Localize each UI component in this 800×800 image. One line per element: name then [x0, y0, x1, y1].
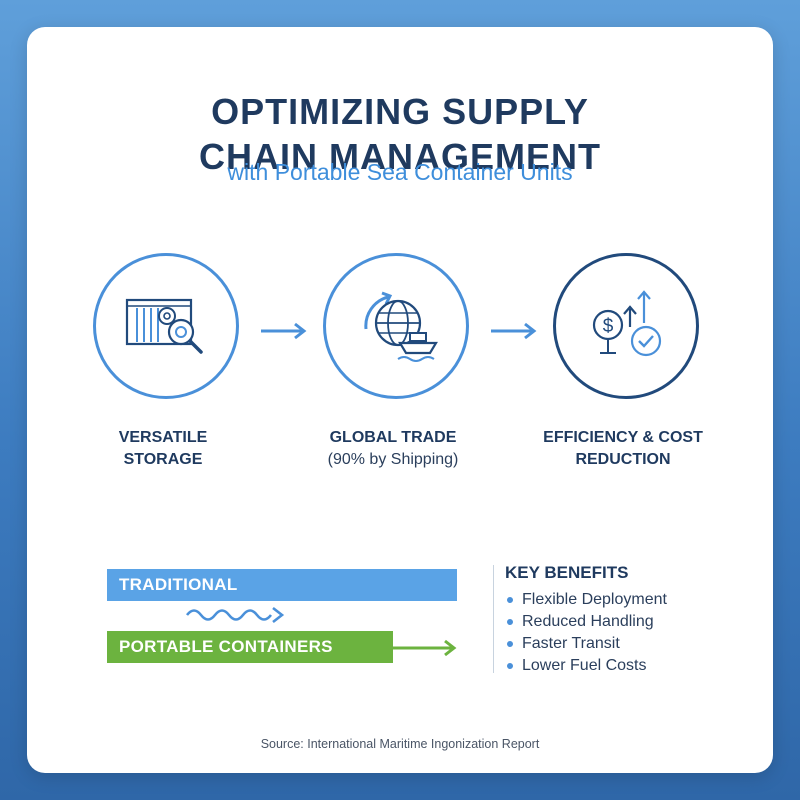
- step-1-label-line-2: STORAGE: [123, 451, 203, 468]
- step-1-label-line-1: VERSATILE: [118, 429, 208, 446]
- benefit-label: Faster Transit: [522, 635, 620, 652]
- list-item: Lower Fuel Costs: [507, 655, 667, 677]
- globe-ship-icon: [364, 291, 438, 362]
- step-2-sublabel: (90% by Shipping): [327, 451, 459, 468]
- portable-containers-label: PORTABLE CONTAINERS: [119, 637, 333, 656]
- step-3-label-line-2: REDUCTION: [575, 451, 671, 468]
- step-2-label-line-1: GLOBAL TRADE: [329, 429, 457, 446]
- traditional-bar: TRADITIONAL: [107, 569, 457, 601]
- portable-containers-bar: PORTABLE CONTAINERS: [107, 631, 393, 663]
- traditional-label: TRADITIONAL: [119, 575, 238, 594]
- benefit-label: Lower Fuel Costs: [522, 657, 647, 674]
- green-arrow-icon: [391, 639, 457, 657]
- infographic-card: OPTIMIZING SUPPLY CHAIN MANAGEMENT with …: [27, 27, 773, 773]
- benefit-label: Reduced Handling: [522, 613, 654, 630]
- step-versatile-storage-circle: [93, 253, 239, 399]
- list-item: Flexible Deployment: [507, 589, 667, 611]
- source-note: Source: International Maritime Ingonizat…: [260, 737, 540, 751]
- svg-text:$: $: [603, 316, 614, 337]
- title-line-2: CHAIN MANAGEMENT: [199, 136, 601, 177]
- page-subtitle: with Portable Sea Container Units: [227, 159, 573, 185]
- container-gear-magnifier-icon: [125, 298, 203, 354]
- page-title: OPTIMIZING SUPPLY CHAIN MANAGEMENT: [27, 89, 773, 179]
- bullet-icon: [507, 619, 513, 625]
- bullet-icon: [507, 641, 513, 647]
- title-line-1: OPTIMIZING SUPPLY: [211, 91, 589, 132]
- dollar-growth-check-icon: $: [592, 290, 662, 357]
- key-benefits-title: KEY BENEFITS: [505, 563, 629, 582]
- step-label-efficiency: EFFICIENCY & COST REDUCTION: [513, 427, 733, 471]
- flow-arrow-1-icon: [261, 322, 307, 340]
- step-label-global-trade: GLOBAL TRADE (90% by Shipping): [283, 427, 503, 471]
- step-global-trade-circle: [323, 253, 469, 399]
- benefits-divider: [493, 565, 494, 673]
- key-benefits-list: Flexible Deployment Reduced Handling Fas…: [507, 589, 667, 677]
- bullet-icon: [507, 597, 513, 603]
- step-efficiency-circle: $: [553, 253, 699, 399]
- bullet-icon: [507, 663, 513, 669]
- list-item: Faster Transit: [507, 633, 667, 655]
- step-label-versatile-storage: VERSATILE STORAGE: [53, 427, 273, 471]
- list-item: Reduced Handling: [507, 611, 667, 633]
- wavy-arrow-icon: [185, 606, 285, 624]
- benefit-label: Flexible Deployment: [522, 591, 667, 608]
- flow-arrow-2-icon: [491, 322, 537, 340]
- step-3-label-line-1: EFFICIENCY & COST: [543, 429, 703, 446]
